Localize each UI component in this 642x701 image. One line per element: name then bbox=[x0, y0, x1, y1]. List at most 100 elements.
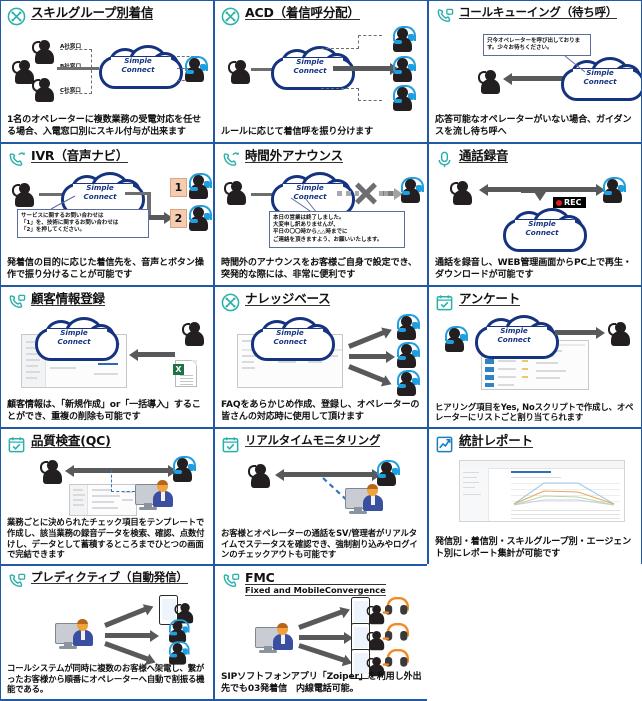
cloud-label-line2: Connect bbox=[273, 337, 307, 346]
phone-queue-icon bbox=[435, 7, 454, 26]
cell-header: 時間外アナウンス bbox=[221, 149, 421, 173]
knowledge-arrow bbox=[348, 329, 386, 349]
cloud-label-line2: Connect bbox=[57, 337, 91, 346]
cell-title: ナレッジベース bbox=[245, 291, 331, 307]
cloud-label-line1: Simple bbox=[276, 328, 304, 337]
cell-title-wrap: 品質検査(QC) bbox=[31, 433, 111, 449]
flow-line bbox=[57, 67, 99, 70]
rec-label: REC bbox=[564, 198, 582, 207]
guidance-arrow bbox=[503, 72, 583, 85]
callout-pointer bbox=[290, 197, 318, 214]
cloud-label-line2: Connect bbox=[293, 192, 327, 201]
skill-node-icon bbox=[221, 7, 240, 26]
cell-title: 時間外アナウンス bbox=[245, 148, 343, 164]
callout-line: 本日の営業は終了しました。 bbox=[273, 214, 345, 221]
cell-title-wrap: コールキューイング（待ち呼） bbox=[459, 5, 618, 20]
cell-title: 通話録音 bbox=[459, 148, 509, 164]
window-label: C社窓口 bbox=[60, 88, 81, 94]
flow-line bbox=[177, 56, 199, 57]
callout-line: サービスに関するお問い合わせは bbox=[21, 212, 104, 219]
callout-line: ご連絡を頂きますよう、お願いいたします。 bbox=[273, 236, 383, 243]
checklist-icon bbox=[221, 435, 240, 454]
chart-report-icon bbox=[435, 435, 454, 454]
dial-arrow bbox=[104, 606, 147, 628]
cell-statistics-report: 統計レポート bbox=[427, 427, 642, 566]
cell-realtime-monitoring: リアルタイムモニタリング お客様とオペレーターの通話をSV/管理者がリアルタイム… bbox=[213, 427, 429, 566]
cloud-label-line2: Connect bbox=[121, 65, 155, 74]
checklist-icon bbox=[435, 293, 454, 312]
cell-description: 応答可能なオペレーターがいない場合、ガイダンスを流し待ち呼へ bbox=[435, 115, 632, 137]
after-hours-callout: 本日の営業は終了しました。 大変申し訳ありませんが、 平日の〇〇時から△△時まで… bbox=[269, 211, 405, 248]
mobile-phone-icon bbox=[159, 595, 178, 625]
flow-line bbox=[358, 35, 359, 49]
cell-title: リアルタイムモニタリング bbox=[245, 433, 381, 448]
cell-header: 通話録音 bbox=[435, 149, 635, 173]
ivr-route-arrow bbox=[147, 211, 173, 224]
cell-header: IVR（音声ナビ） bbox=[7, 149, 207, 173]
cloud-label-line2: Connect bbox=[83, 192, 117, 201]
flow-line bbox=[321, 88, 359, 89]
mobile-phone-icon bbox=[351, 623, 370, 653]
dial-arrow bbox=[104, 641, 150, 662]
cell-title-wrap: スキルグループ別着信 bbox=[31, 5, 154, 21]
cell-illustration bbox=[7, 595, 207, 665]
callout-pointer bbox=[50, 195, 76, 210]
import-arrow bbox=[129, 348, 175, 361]
cell-description: ヒアリング項目をYes, Noスクリプトで作成し、オペレーターにリストごと割り当… bbox=[435, 401, 634, 423]
cell-header: スキルグループ別着信 bbox=[7, 6, 207, 30]
assign-arrow bbox=[555, 326, 605, 339]
cell-illustration bbox=[435, 458, 635, 522]
cell-description: 時間外のアナウンスをお客様ご自身で設定でき、突発的な際には、非常に便利です bbox=[221, 258, 417, 280]
cell-header: ナレッジベース bbox=[221, 292, 421, 316]
phone-queue-icon bbox=[7, 572, 26, 591]
flow-line bbox=[91, 49, 92, 94]
excel-file-icon: X bbox=[173, 360, 197, 387]
cell-header: 品質検査(QC) bbox=[7, 434, 207, 458]
cell-illustration bbox=[7, 456, 207, 516]
headset-icon bbox=[382, 649, 409, 668]
cell-quality-check: 品質検査(QC) bbox=[0, 427, 215, 566]
cell-title: IVR（音声ナビ） bbox=[31, 148, 129, 164]
cell-title: スキルグループ別着信 bbox=[31, 5, 154, 21]
cell-header: アンケート bbox=[435, 292, 635, 316]
window-label: A社窓口 bbox=[60, 44, 82, 50]
cell-customer-registration: 顧客情報登録 bbox=[0, 285, 215, 429]
cell-description: 1名のオペレーターに複数業務の受電対応を任せる場合、入電窓口別にスキル付与が出来… bbox=[7, 115, 201, 137]
microphone-icon bbox=[435, 150, 454, 169]
cell-empty bbox=[427, 564, 642, 701]
flow-line bbox=[125, 192, 150, 195]
cell-title: アンケート bbox=[459, 291, 521, 307]
rec-dot-icon bbox=[556, 199, 562, 206]
cell-description: 発着信の目的に応じた着信先を、音声とボタン操作で振り分けることが可能です bbox=[7, 258, 204, 280]
cell-description: ルールに応じて着信呼を振り分けます bbox=[221, 127, 374, 137]
cell-title: 品質検査(QC) bbox=[31, 433, 111, 449]
cell-title: ACD（着信呼分配） bbox=[245, 5, 360, 21]
phone-queue-icon bbox=[7, 293, 26, 312]
flow-line bbox=[147, 192, 151, 220]
cell-description: 顧客情報は、「新規作成」or「一括導入」することができ、重複の削除も可能です bbox=[7, 400, 201, 422]
cell-title-wrap: FMC Fixed and MobileConvergence bbox=[245, 571, 386, 596]
queue-guidance-callout: 只今オペレーターを呼び出しております。少々お待ちください。 bbox=[483, 34, 591, 56]
sip-arrow bbox=[298, 643, 346, 663]
cloud-label-line2: Connect bbox=[525, 228, 559, 237]
cloud-label-line1: Simple bbox=[528, 219, 556, 228]
ivr-option-1: 1 bbox=[170, 178, 187, 197]
cell-call-queuing: コールキューイング（待ち呼） 只今オペレーターを呼び出しております。少々お待ちく… bbox=[427, 0, 642, 144]
flow-line bbox=[39, 193, 63, 196]
cloud-label-line1: Simple bbox=[296, 57, 324, 66]
cell-title: プレディクティブ（自動発信） bbox=[31, 570, 188, 585]
skill-node-icon bbox=[221, 293, 240, 312]
cell-title-wrap: IVR（音声ナビ） bbox=[31, 148, 129, 164]
cloud-label-line1: Simple bbox=[86, 183, 114, 192]
cell-title: コールキューイング（待ち呼） bbox=[459, 5, 618, 20]
cloud-label-line2: Connect bbox=[583, 77, 617, 86]
checklist-icon bbox=[7, 435, 26, 454]
